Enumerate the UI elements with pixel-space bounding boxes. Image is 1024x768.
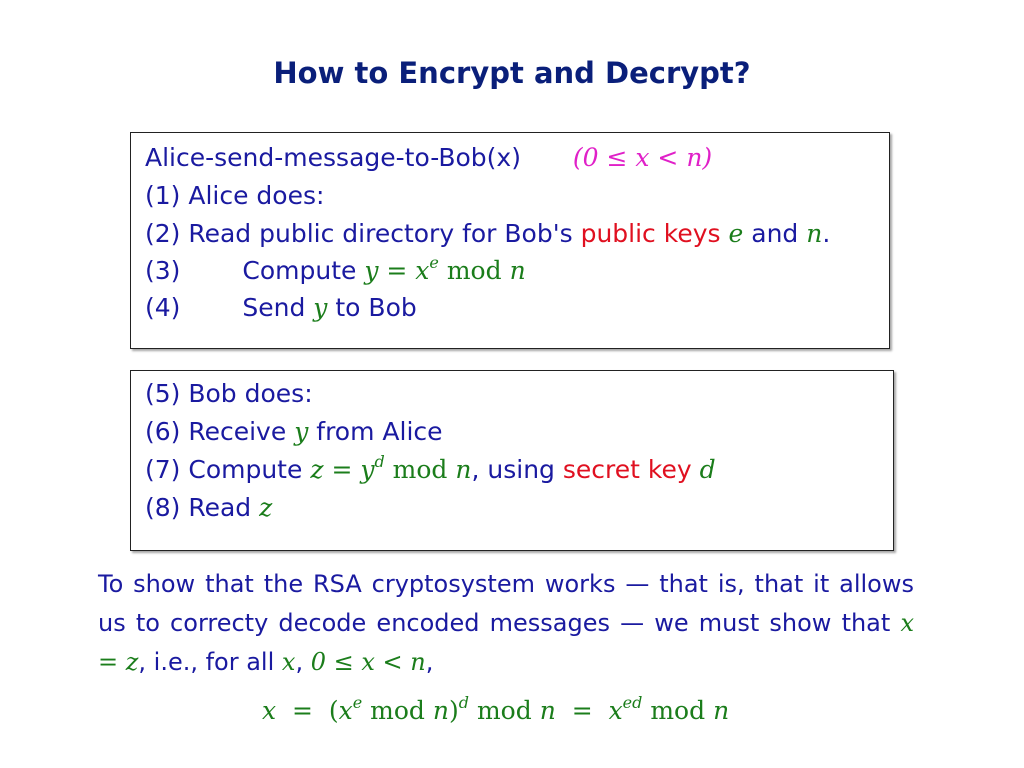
exponent-e: e [429,253,439,272]
alice-procedure-box: Alice-send-message-to-Bob(x) (0 ≤ x < n)… [130,132,890,349]
step-1: (1) Alice does: [145,181,325,210]
alice-heading-line: Alice-send-message-to-Bob(x) (0 ≤ x < n) [145,145,712,170]
var-d: d [699,455,716,484]
step-3: (3) Compute y = xe mod n [145,253,526,285]
bob-procedure-box: (5) Bob does: (6) Receive y from Alice (… [130,370,894,551]
step-4: (4) Send y to Bob [145,295,417,320]
condition-x-eq-z: x = z [98,609,914,676]
and-word: and [751,219,799,248]
var-y: y [294,417,309,446]
alice-heading: Alice-send-message-to-Bob(x) [145,143,521,172]
step-7: (7) Compute z = yd mod n, using secret k… [145,452,716,484]
step-3-number: (3) [145,256,181,285]
step-2: (2) Read public directory for Bob's publ… [145,221,830,246]
eq-n-1: n [432,696,449,725]
step-3-text: Compute [242,256,357,285]
paren-close: ) [449,696,459,725]
input-condition: (0 ≤ x < n) [572,143,713,172]
formula-lhs: z = y [310,455,375,484]
key-word: key [647,455,692,484]
public-keys-highlight: public keys [580,219,721,248]
var-x: x [281,648,296,676]
mod-word: mod [392,455,448,484]
var-n: n [806,219,823,248]
explanation-paragraph: To show that the RSA cryptosystem works … [98,565,914,682]
eq-exp-d: d [458,693,470,712]
send-word: Send [242,293,306,322]
var-y: y [313,293,328,322]
encrypt-formula: y = xe mod n [364,253,526,285]
step-7-text: (7) Compute [145,455,303,484]
correctness-equation: x = (xe mod n)d mod n = xed mod n [262,695,730,725]
mod-word: mod [446,256,502,285]
trailing-comma: , [425,648,434,676]
eq-mod-1: mod [370,696,425,725]
step-6-suffix: from Alice [316,417,443,446]
step-6-text: (6) Receive [145,417,287,446]
eq-mod-3: mod [650,696,706,725]
paren-open: ( [328,696,339,725]
eq-sign-2: = [571,696,593,725]
eq-exp-e: e [352,693,363,712]
eq-base: x [338,696,353,725]
eq-exp-ed: ed [622,693,643,712]
var-z: z [259,493,273,522]
eq-n-2: n [539,696,556,725]
period: . [822,219,831,248]
exponent-d: d [374,452,385,471]
eq-n-3: n [713,696,730,725]
secret-highlight: secret [562,455,640,484]
range-condition: 0 ≤ x < n [310,648,426,676]
eq-base-2: x [608,696,623,725]
step-5: (5) Bob does: [145,379,313,408]
eq-mod-2: mod [476,696,532,725]
step-2-text: (2) Read public directory for Bob's [145,219,573,248]
eq-sign-1: = [292,696,313,725]
modulus-n: n [509,256,526,285]
modulus-n: n [455,455,472,484]
decrypt-formula: z = yd mod n [310,452,472,484]
var-e: e [728,219,744,248]
slide-title: How to Encrypt and Decrypt? [273,56,751,90]
explanation-mid: , i.e., for all [138,648,275,676]
explanation-text: To show that the RSA cryptosystem works … [98,570,914,637]
eq-x: x [262,696,277,725]
formula-lhs: y = x [364,256,430,285]
using-word: , using [471,455,555,484]
step-4-number: (4) [145,293,181,322]
comma: , [295,648,304,676]
step-8: (8) Read z [145,495,272,520]
to-bob: to Bob [335,293,417,322]
step-8-text: (8) Read [145,493,252,522]
step-6: (6) Receive y from Alice [145,419,443,444]
